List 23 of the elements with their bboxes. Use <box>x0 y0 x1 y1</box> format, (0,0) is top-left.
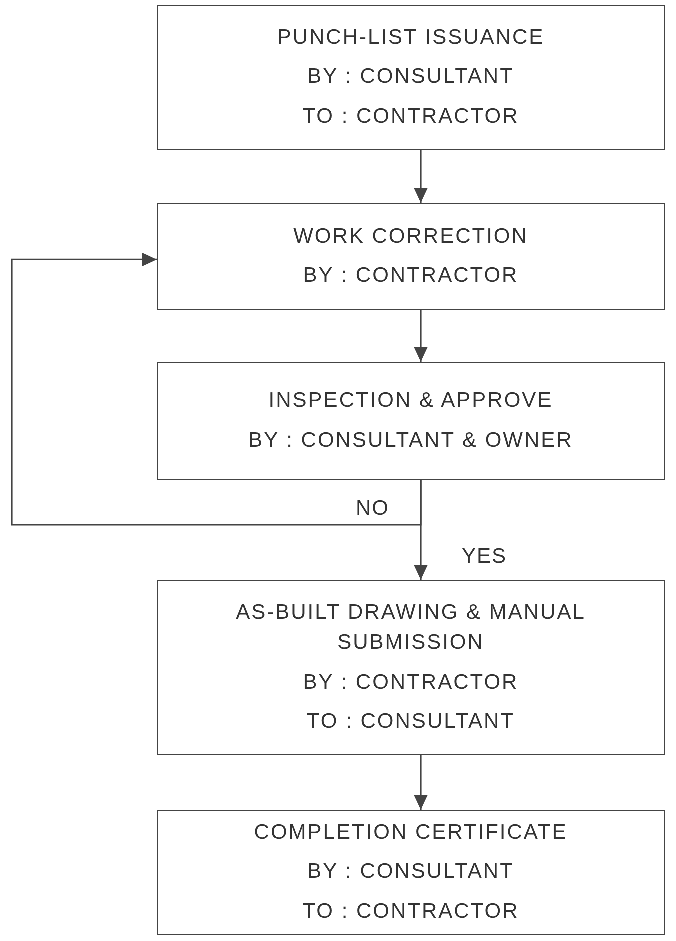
process-box <box>157 810 665 935</box>
box-text: COMPLETION CERTIFICATE <box>254 820 568 846</box>
process-box <box>157 5 665 150</box>
arrow <box>414 310 428 362</box>
box-text: WORK CORRECTION <box>294 224 528 250</box>
box-text: BY : CONSULTANT & OWNER <box>248 428 574 454</box>
arrow <box>414 480 428 580</box>
arrow <box>414 150 428 203</box>
box-text: BY : CONSULTANT <box>308 64 514 90</box>
box-text: TO : CONTRACTOR <box>302 898 520 925</box>
box-text: TO : CONTRACTOR <box>302 104 520 130</box>
box-text: BY : CONTRACTOR <box>303 263 519 289</box>
arrow <box>414 755 428 810</box>
box-text: BY : CONTRACTOR <box>303 670 519 696</box>
process-box <box>157 203 665 310</box>
box-text: BY : CONSULTANT <box>308 859 514 886</box>
box-text: TO : CONSULTANT <box>306 708 515 735</box>
box-text: AS-BUILT DRAWING & MANUAL SUBMISSION <box>235 600 587 656</box>
process-box <box>157 362 665 480</box>
box-text: INSPECTION & APPROVE <box>268 388 554 414</box>
box-text: PUNCH-LIST ISSUANCE <box>277 24 545 51</box>
arrow <box>11 252 422 526</box>
process-box <box>157 580 665 755</box>
